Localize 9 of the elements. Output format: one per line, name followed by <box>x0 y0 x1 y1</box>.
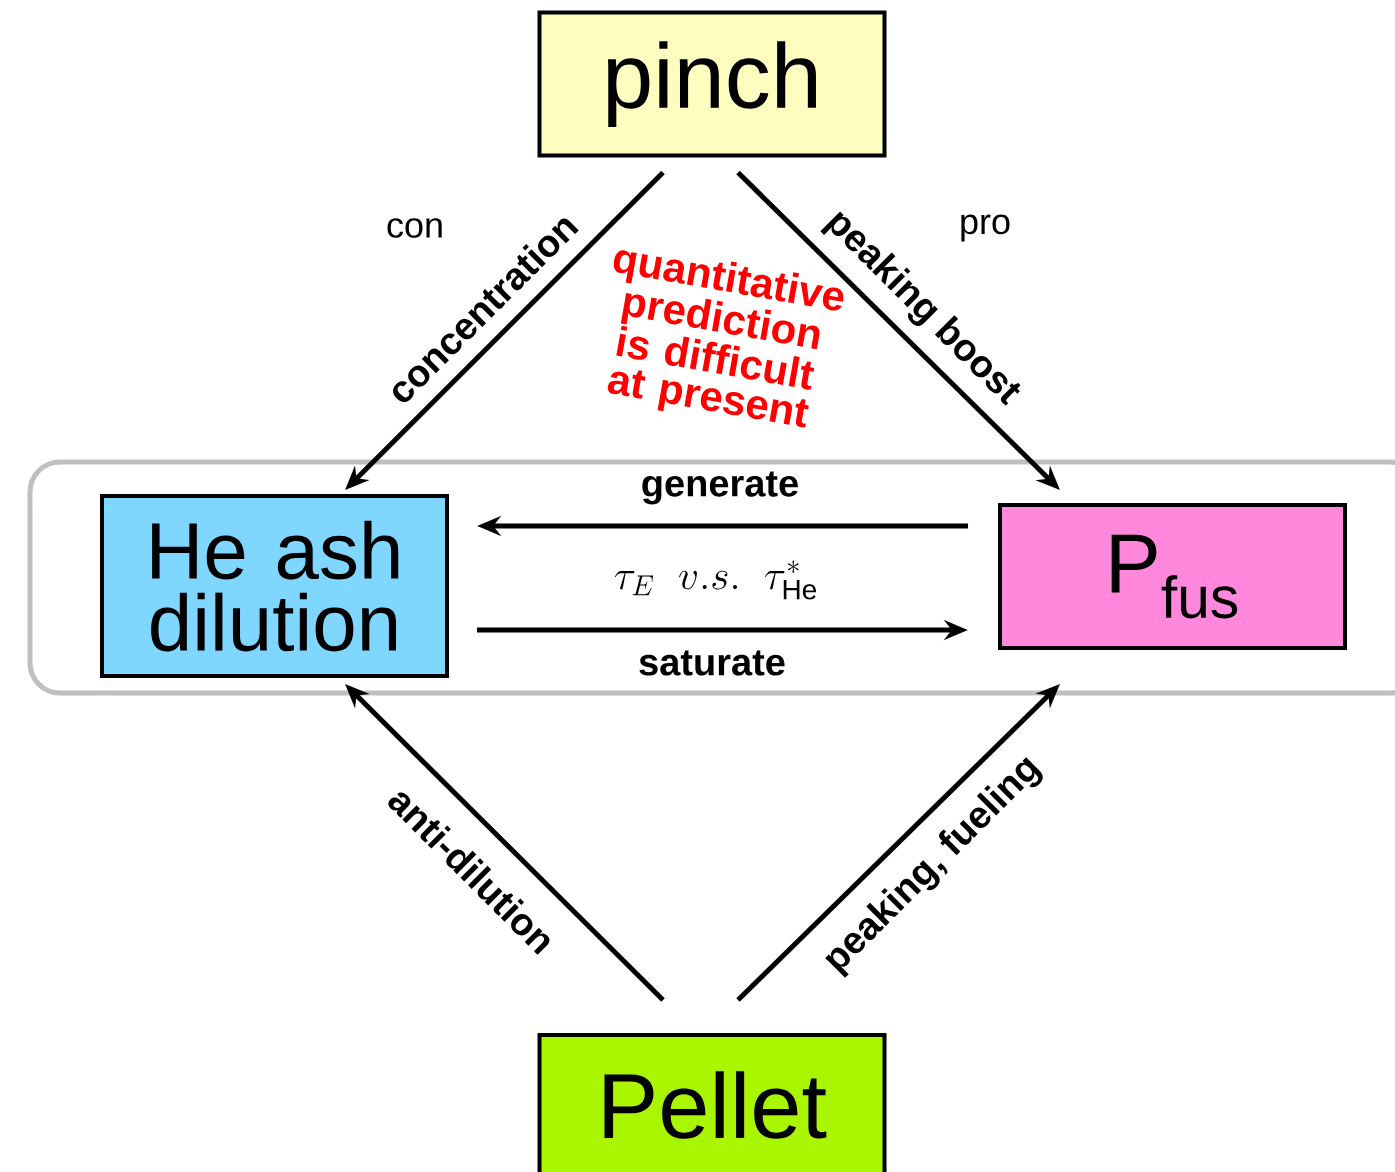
concept-box: pinch <box>537 10 887 158</box>
formula: $\tau_E \;\; v.s. \;\; \tau^{*}_{\mathrm{He}}$ <box>614 560 817 600</box>
concept-box: P$_{fus}$ <box>998 503 1347 650</box>
edge-label: generate <box>642 471 798 505</box>
concept-box: He ash dilution <box>100 494 449 678</box>
note-text: pro <box>961 214 1010 242</box>
group-frame <box>27 459 1395 696</box>
concept-box: Pellet <box>537 1033 887 1172</box>
edge-label: saturate <box>639 650 785 676</box>
